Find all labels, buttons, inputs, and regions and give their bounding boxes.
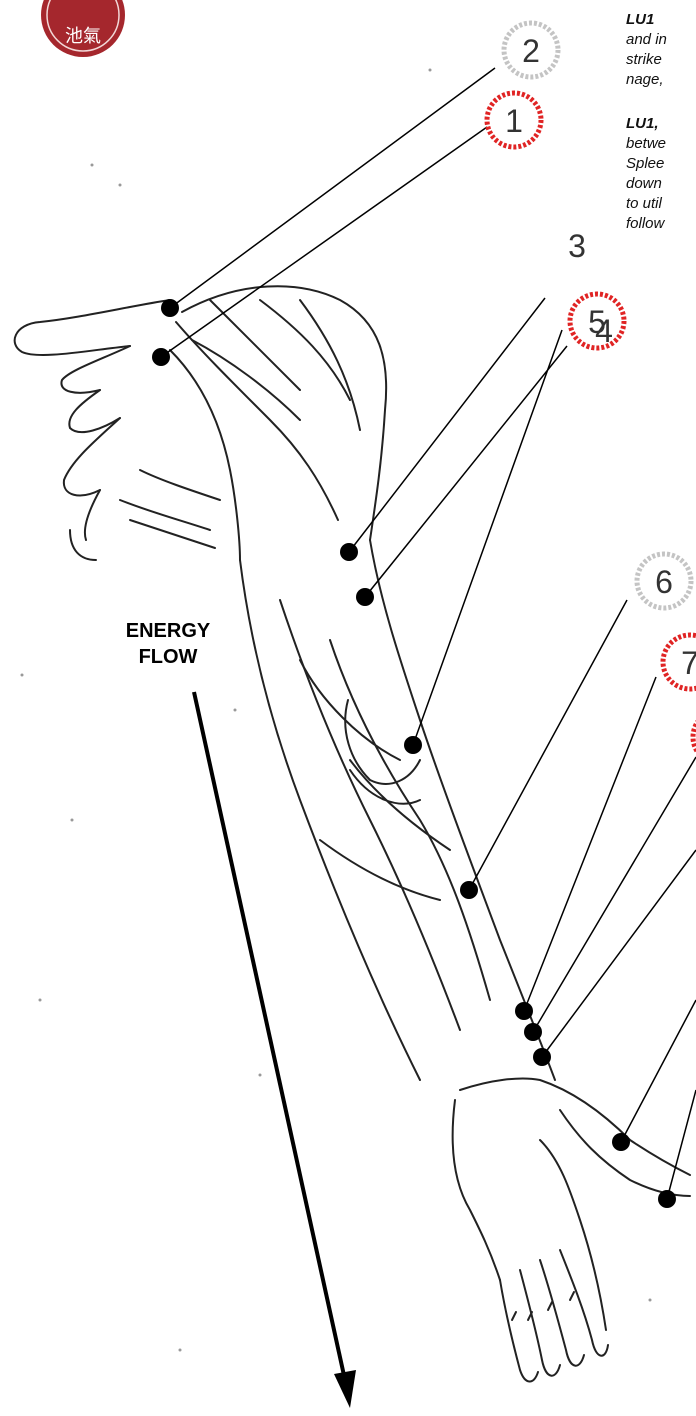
leader-lines xyxy=(161,68,696,1199)
label-badge-7: 7 xyxy=(663,635,696,689)
leader-line-9 xyxy=(542,850,696,1057)
label-7: 7 xyxy=(681,645,696,681)
leader-line-4 xyxy=(365,346,567,597)
leader-line-6 xyxy=(469,600,627,890)
energy-label-line2: FLOW xyxy=(108,644,228,670)
energy-flow-arrow xyxy=(194,692,356,1408)
note2-lead: LU1, xyxy=(626,115,659,132)
acupoint-markers xyxy=(152,299,676,1208)
leader-line-10 xyxy=(621,1000,696,1142)
energy-flow-label: ENERGY FLOW xyxy=(108,618,228,670)
label-badge-2: 2 xyxy=(504,23,558,77)
note2-line3: down xyxy=(626,174,696,194)
energy-label-line1: ENERGY xyxy=(108,618,228,644)
leader-line-7 xyxy=(524,677,656,1011)
label-2: 2 xyxy=(522,33,540,69)
seal-text: 池氣 xyxy=(65,26,101,47)
label-1: 1 xyxy=(505,103,523,139)
leader-line-11 xyxy=(667,1090,696,1199)
leader-line-3 xyxy=(349,298,545,552)
note2-line5: follow xyxy=(626,214,696,234)
label-badge-5: 5 xyxy=(570,294,624,348)
arm-illustration xyxy=(15,286,690,1381)
leader-line-1 xyxy=(161,127,487,357)
label-5: 5 xyxy=(588,304,606,340)
label-badge-1: 1 xyxy=(487,93,541,147)
leader-line-5 xyxy=(413,330,562,745)
leader-line-2 xyxy=(170,68,495,308)
note1-line2: and in xyxy=(626,30,696,50)
note2-line4: to util xyxy=(626,194,696,214)
label-3: 3 xyxy=(568,228,586,264)
label-badge-6: 6 xyxy=(637,554,691,608)
description-text: LU1 and in strike nage, LU1, betwe Splee… xyxy=(626,0,696,420)
note1-line1: LU1 xyxy=(626,11,654,28)
leader-line-8 xyxy=(533,757,696,1032)
note1-line4: nage, xyxy=(626,70,696,90)
note2-line1: betwe xyxy=(626,134,696,154)
dojo-seal: 池氣 xyxy=(40,0,126,58)
note2-line2: Splee xyxy=(626,154,696,174)
label-6: 6 xyxy=(655,564,673,600)
note1-line3: strike xyxy=(626,50,696,70)
